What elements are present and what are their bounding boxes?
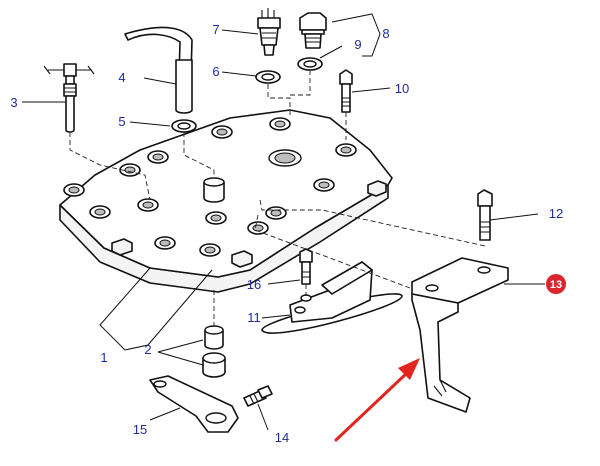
callout-labels: 1 2 3 4 5 6 7 8 9 10 11 12 13 14 15 16 [10, 22, 566, 445]
coolant-elbow-pipe [124, 26, 193, 114]
callout-4: 4 [118, 70, 125, 85]
callout-8: 8 [382, 26, 389, 41]
bolt-boss [313, 178, 335, 192]
bolt-boss [247, 221, 269, 235]
bolt-boss [154, 236, 176, 250]
drain-plug [299, 12, 327, 49]
cylinder-head-plate [59, 109, 393, 293]
callout-1: 1 [100, 350, 107, 365]
rocker-lever-15 [149, 375, 239, 433]
callout-leaders [22, 13, 545, 431]
bracket-bolt-12 [477, 189, 493, 241]
shaft-support-11 [261, 261, 403, 334]
spacer-bushes [202, 325, 226, 378]
small-bolt-16 [299, 248, 313, 285]
assembly-dashed-lines [69, 70, 486, 330]
bolt-boss [265, 206, 287, 220]
bolt-boss [205, 211, 227, 225]
bolt-boss [89, 205, 111, 219]
pressure-switch [257, 8, 281, 56]
callout-5: 5 [118, 114, 125, 129]
plate-bolt-bosses [63, 117, 357, 257]
callout-10: 10 [395, 81, 409, 96]
callout-12: 12 [549, 206, 563, 221]
callout-6: 6 [212, 64, 219, 79]
callout-16: 16 [247, 277, 261, 292]
adjusting-screw-14 [243, 385, 273, 407]
highlight-arrow [334, 358, 420, 442]
callout-14: 14 [275, 430, 289, 445]
bolt-boss [63, 183, 85, 197]
bolt-boss [269, 117, 291, 131]
temperature-sender [43, 63, 95, 133]
callout-13-badge [546, 274, 566, 294]
bolt-boss [211, 125, 233, 139]
plate-sleeve [203, 177, 225, 203]
callout-7: 7 [212, 22, 219, 37]
bolt-boss [199, 243, 221, 257]
locating-lugs [111, 180, 387, 268]
callout-9: 9 [354, 37, 361, 52]
mounting-bracket-13 [411, 257, 509, 413]
callout-2: 2 [144, 342, 151, 357]
head-bolt-10 [339, 69, 353, 113]
callout-11: 11 [247, 310, 261, 325]
callout-13: 13 [550, 279, 562, 291]
callout-15: 15 [133, 422, 147, 437]
bolt-boss [147, 150, 169, 164]
bolt-boss [137, 198, 159, 212]
bolt-boss [335, 143, 357, 157]
sealing-washers [171, 57, 323, 133]
callout-3: 3 [10, 95, 17, 110]
bolt-boss [119, 163, 141, 177]
